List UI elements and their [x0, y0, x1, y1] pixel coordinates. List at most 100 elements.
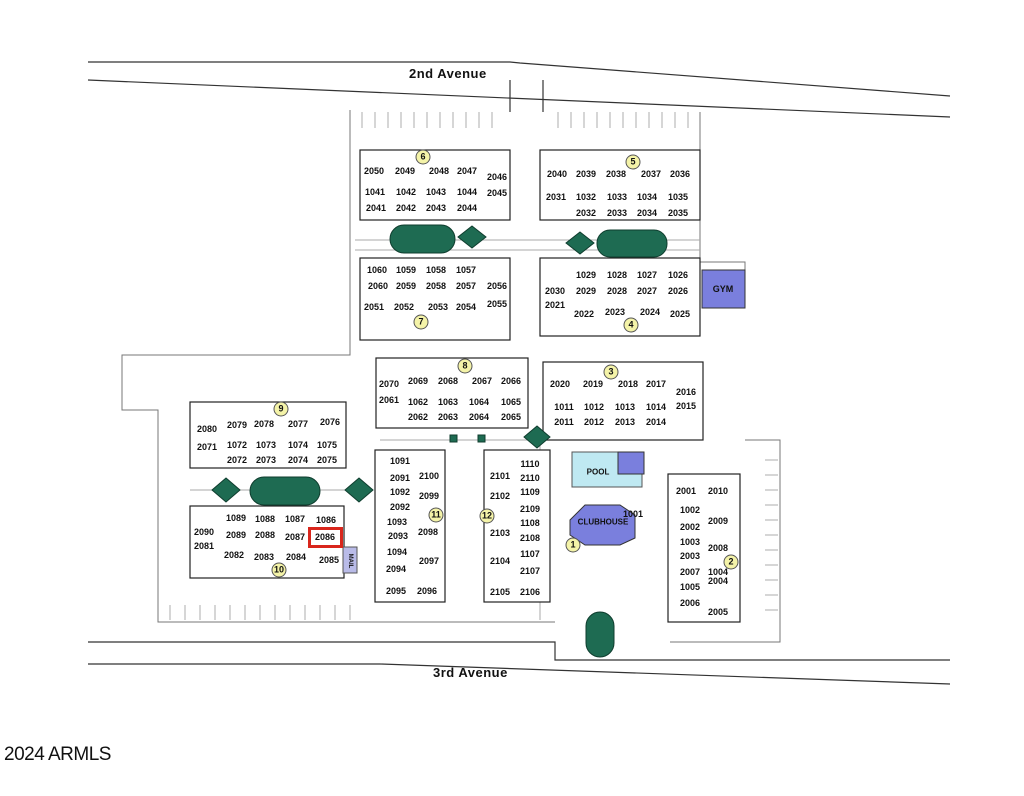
building-number-badge: 2 — [723, 554, 739, 570]
unit-label: 2008 — [707, 543, 729, 553]
building-number-badge: 5 — [625, 154, 641, 170]
unit-label: 2047 — [456, 166, 478, 176]
building-outline — [359, 149, 511, 221]
unit-label: 2044 — [456, 203, 478, 213]
unit-label: 1028 — [606, 270, 628, 280]
unit-label: 2105 — [489, 587, 511, 597]
copyright-notice: 2024 ARMLS — [4, 744, 111, 765]
mail-block — [342, 546, 358, 574]
spa — [617, 451, 645, 475]
unit-label: 1057 — [455, 265, 477, 275]
unit-label: 1012 — [583, 402, 605, 412]
unit-label: 2087 — [284, 532, 306, 542]
building-number-badge: 4 — [623, 317, 639, 333]
diamond-1 — [457, 225, 487, 249]
unit-label: 2046 — [486, 172, 508, 182]
unit-label: 2088 — [254, 530, 276, 540]
unit-label: 2095 — [385, 586, 407, 596]
unit-label: 2024 — [639, 307, 661, 317]
pool-oval-5 — [596, 229, 668, 258]
unit-label: 1058 — [425, 265, 447, 275]
unit-label: 1059 — [395, 265, 417, 275]
marker-a — [449, 434, 458, 443]
building-number-badge: 11 — [428, 507, 444, 523]
unit-label: 2045 — [486, 188, 508, 198]
unit-label: 2063 — [437, 412, 459, 422]
unit-label: 2026 — [667, 286, 689, 296]
unit-label: 2102 — [489, 491, 511, 501]
unit-label: 1109 — [520, 487, 540, 497]
unit-label: 2100 — [418, 471, 440, 481]
unit-label: 2041 — [365, 203, 387, 213]
unit-label: 2005 — [707, 607, 729, 617]
building-number-badge: 8 — [457, 358, 473, 374]
unit-label: 2106 — [519, 587, 541, 597]
unit-label: 2101 — [489, 471, 511, 481]
unit-label: 2090 — [193, 527, 215, 537]
unit-label: 1043 — [425, 187, 447, 197]
gym-block — [701, 269, 746, 309]
unit-label: 1093 — [386, 517, 408, 527]
street-label-3rd-avenue: 3rd Avenue — [433, 665, 508, 680]
unit-label: 2086 — [314, 532, 336, 542]
unit-label: 2066 — [500, 376, 522, 386]
buildings — [189, 149, 741, 623]
unit-label: 2035 — [667, 208, 689, 218]
unit-label: 1075 — [316, 440, 338, 450]
building-number-badge: 10 — [271, 562, 287, 578]
building-number-badge: 3 — [603, 364, 619, 380]
unit-label: 2034 — [636, 208, 658, 218]
parking-stalls — [169, 112, 778, 620]
unit-label: 1042 — [395, 187, 417, 197]
unit-label: 1062 — [407, 397, 429, 407]
unit-label: 1107 — [520, 549, 540, 559]
unit-label: 2073 — [255, 455, 277, 465]
unit-label: 2043 — [425, 203, 447, 213]
unit-label: 2023 — [604, 307, 626, 317]
unit-label: 2092 — [389, 502, 411, 512]
unit-label: 1041 — [364, 187, 386, 197]
unit-label: 2011 — [554, 417, 574, 427]
unit-label: 2029 — [575, 286, 597, 296]
unit-label: 2007 — [679, 567, 701, 577]
unit-label: 2097 — [418, 556, 440, 566]
unit-label: 1108 — [520, 518, 540, 528]
unit-label: 2065 — [500, 412, 522, 422]
building-outline — [539, 149, 701, 221]
unit-label: 1044 — [456, 187, 478, 197]
unit-label: 2099 — [418, 491, 440, 501]
street-3rd-avenue — [88, 641, 951, 685]
unit-label: 2039 — [575, 169, 597, 179]
pool-oval-6 — [389, 224, 456, 254]
unit-label: 2084 — [285, 552, 307, 562]
diamond-2 — [565, 231, 595, 255]
unit-label: 1029 — [575, 270, 597, 280]
unit-label: 2022 — [573, 309, 595, 319]
unit-label: 2013 — [614, 417, 636, 427]
unit-label: 1034 — [636, 192, 658, 202]
unit-label: 2064 — [468, 412, 490, 422]
diamond-4 — [211, 477, 241, 503]
building-number-badge: 6 — [415, 149, 431, 165]
unit-label: 2015 — [675, 401, 697, 411]
unit-label: 2069 — [407, 376, 429, 386]
unit-label: 1005 — [679, 582, 701, 592]
unit-label: 1064 — [468, 397, 490, 407]
diamond-5 — [344, 477, 374, 503]
unit-label: 2050 — [363, 166, 385, 176]
unit-label: 2049 — [394, 166, 416, 176]
unit-label: 2012 — [583, 417, 605, 427]
unit-label: 2033 — [606, 208, 628, 218]
street-2nd-avenue — [87, 61, 951, 118]
pool-label: POOL — [586, 467, 610, 477]
unit-label: 2057 — [455, 281, 477, 291]
unit-label: 2004 — [707, 576, 729, 586]
unit-label: 2027 — [636, 286, 658, 296]
unit-label: 1032 — [575, 192, 597, 202]
unit-label: 2056 — [486, 281, 508, 291]
unit-label: 2016 — [675, 387, 697, 397]
unit-label: 2009 — [707, 516, 729, 526]
unit-label: 1003 — [679, 537, 701, 547]
unit-label: 1087 — [284, 514, 306, 524]
